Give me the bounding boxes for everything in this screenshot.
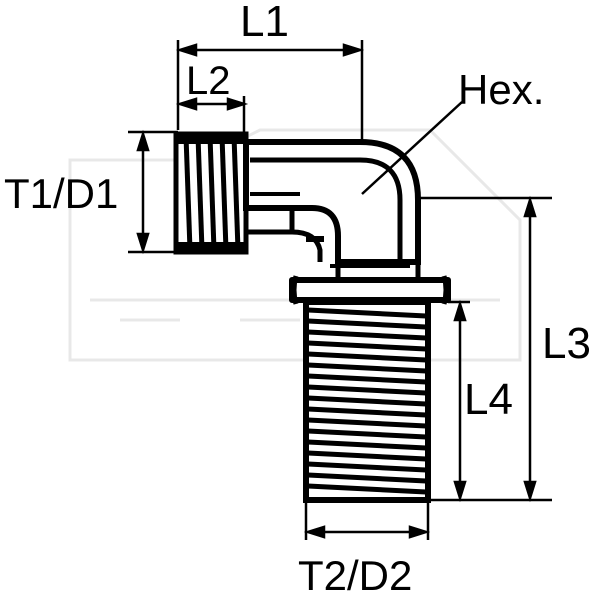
thread-line (307, 450, 427, 462)
thread-line (307, 406, 427, 418)
elbow-body (243, 139, 421, 280)
thread-line (307, 428, 427, 440)
thread-line (307, 483, 427, 495)
thread-line (307, 461, 427, 473)
thread-line (307, 472, 427, 484)
thread-line (307, 351, 427, 363)
label-t2-d2: T2/D2 (298, 552, 412, 596)
label-t1-d1: T1/D1 (4, 170, 118, 217)
thread-line (307, 373, 427, 385)
thread-line (307, 384, 427, 396)
vertical-threaded-branch (303, 299, 431, 503)
thread-line (307, 340, 427, 352)
label-l2: L2 (186, 59, 231, 103)
thread-line (307, 395, 427, 407)
label-hex: Hex. (458, 66, 544, 113)
horizontal-threaded-branch (173, 131, 249, 255)
hex-collar (289, 264, 451, 305)
thread-line (307, 362, 427, 374)
label-l1: L1 (240, 0, 289, 46)
thread-line (307, 318, 427, 330)
dimension-lines (128, 40, 552, 540)
thread-line (307, 307, 427, 319)
label-l3: L3 (542, 319, 591, 368)
label-l4: L4 (464, 375, 513, 424)
thread-line (307, 439, 427, 451)
thread-line (307, 329, 427, 341)
thread-line (307, 417, 427, 429)
